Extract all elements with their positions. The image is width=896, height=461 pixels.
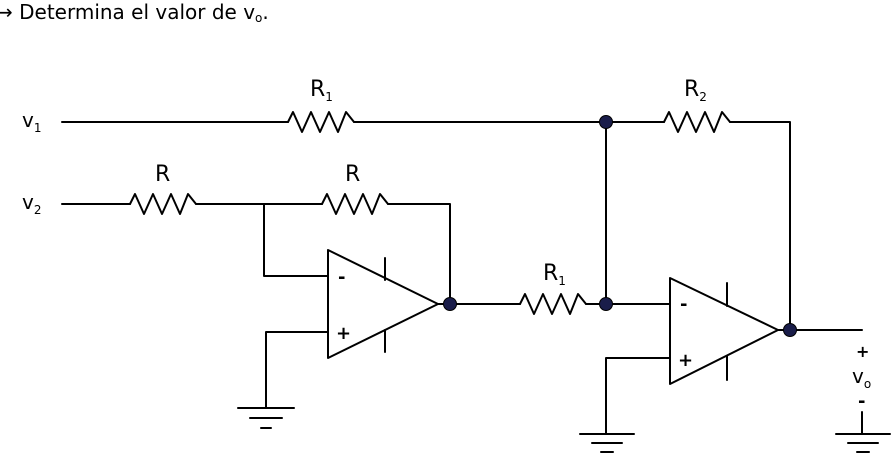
label-vo-sub: o bbox=[864, 377, 871, 391]
label-v2: v2 bbox=[22, 190, 41, 217]
label-v2-sub: 2 bbox=[34, 203, 42, 217]
problem-statement: → Determina el valor de vo. bbox=[0, 0, 269, 25]
resistor-r2 bbox=[663, 111, 731, 133]
output-plus: + bbox=[856, 342, 869, 361]
label-r-input: R bbox=[155, 162, 170, 187]
opamp-1-plus: + bbox=[336, 323, 351, 344]
title-subscript: o bbox=[255, 11, 263, 25]
opamp-2-plus: + bbox=[678, 350, 693, 371]
opamp-2-minus: - bbox=[680, 294, 687, 315]
node-output bbox=[783, 323, 797, 337]
label-r-feedback: R bbox=[345, 162, 360, 187]
wire-inverting-1 bbox=[263, 203, 329, 277]
resistor-r1-top bbox=[287, 111, 355, 133]
opamp-1-minus: - bbox=[338, 267, 345, 288]
label-vo: vo bbox=[852, 364, 871, 391]
ground-1 bbox=[237, 407, 295, 429]
label-r1-top: R1 bbox=[310, 77, 333, 104]
label-v1: v1 bbox=[22, 108, 41, 135]
wire-feedback-right bbox=[387, 203, 451, 305]
wire-r2-output bbox=[729, 121, 791, 331]
label-r1-mid: R1 bbox=[543, 261, 566, 288]
node-b bbox=[599, 297, 613, 311]
ground-2 bbox=[579, 433, 635, 453]
resistor-r-feedback bbox=[321, 193, 389, 215]
label-v1-sub: 1 bbox=[34, 121, 42, 135]
label-r1-top-sub: 1 bbox=[325, 90, 333, 104]
opamp-2 bbox=[669, 277, 779, 385]
label-r2-sub: 2 bbox=[699, 90, 707, 104]
resistor-r-input bbox=[129, 193, 197, 215]
node-opamp-1-output bbox=[443, 297, 457, 311]
opamp-1 bbox=[327, 249, 439, 359]
wire-noninv-1-ground bbox=[265, 331, 329, 409]
title-suffix: . bbox=[262, 0, 269, 24]
output-minus: - bbox=[858, 391, 865, 412]
label-r1-mid-sub: 1 bbox=[558, 274, 566, 288]
wire-noninv-2-ground bbox=[605, 357, 671, 435]
title-prefix: → Determina el valor de v bbox=[0, 0, 256, 24]
label-r2: R2 bbox=[684, 77, 707, 104]
resistor-r1-mid bbox=[519, 293, 587, 315]
node-a bbox=[599, 115, 613, 129]
ground-3 bbox=[835, 433, 891, 453]
